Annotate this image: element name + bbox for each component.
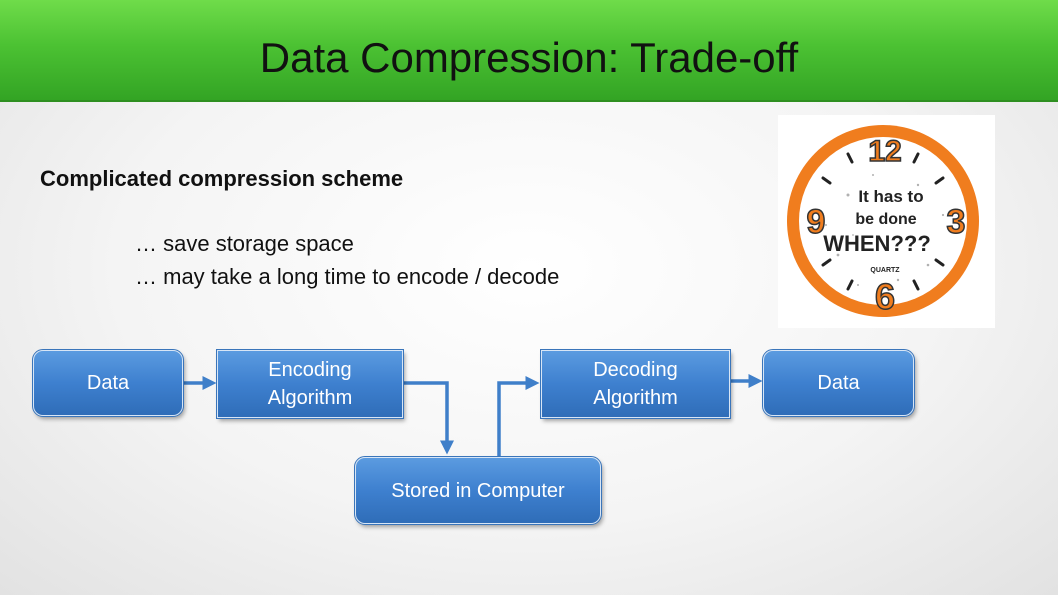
- encoding-label-line2: Algorithm: [267, 387, 353, 409]
- clock-image: 12 3 6 9 It has to be done WHEN??? QUART…: [778, 115, 995, 328]
- bullet-time: … may take a long time to encode / decod…: [135, 264, 560, 289]
- clock-speckles: [825, 159, 945, 286]
- arrow-storage-to-decoding: [497, 376, 540, 457]
- clock-message-line3: WHEN???: [823, 231, 931, 256]
- encoding-label-line1: Encoding: [268, 359, 352, 381]
- clock-number-12: 12: [868, 135, 901, 168]
- storage-label: Stored in Computer: [391, 479, 565, 502]
- decoding-label-line2: Algorithm: [593, 387, 678, 409]
- output-data-box: Data: [762, 349, 915, 417]
- decoding-label-line1: Decoding: [593, 359, 678, 381]
- encoding-algorithm-box: Encoding Algorithm: [216, 349, 404, 419]
- slide-title: Data Compression: Trade-off: [259, 34, 799, 81]
- bullet-storage: … save storage space: [135, 231, 354, 256]
- clock-face: [799, 137, 967, 305]
- arrow-encoding-to-storage: [404, 381, 454, 455]
- output-data-label: Data: [817, 372, 860, 394]
- clock-number-9: 9: [807, 203, 826, 241]
- title-bar: Data Compression: Trade-off: [0, 0, 1058, 102]
- clock-number-6: 6: [875, 276, 895, 317]
- decoding-algorithm-box: Decoding Algorithm: [540, 349, 731, 419]
- storage-box: Stored in Computer: [354, 456, 602, 525]
- input-data-box: Data: [32, 349, 184, 417]
- slide-subtitle: Complicated compression scheme: [40, 166, 404, 191]
- input-data-label: Data: [86, 372, 130, 394]
- clock-message-line2: be done: [855, 211, 916, 228]
- clock-icon: 12 3 6 9 It has to be done WHEN??? QUART…: [787, 125, 979, 318]
- clock-number-3: 3: [947, 203, 966, 241]
- clock-brand: QUARTZ: [870, 267, 900, 274]
- clock-message-line1: It has to: [858, 187, 923, 206]
- clock-ticks: [821, 152, 945, 291]
